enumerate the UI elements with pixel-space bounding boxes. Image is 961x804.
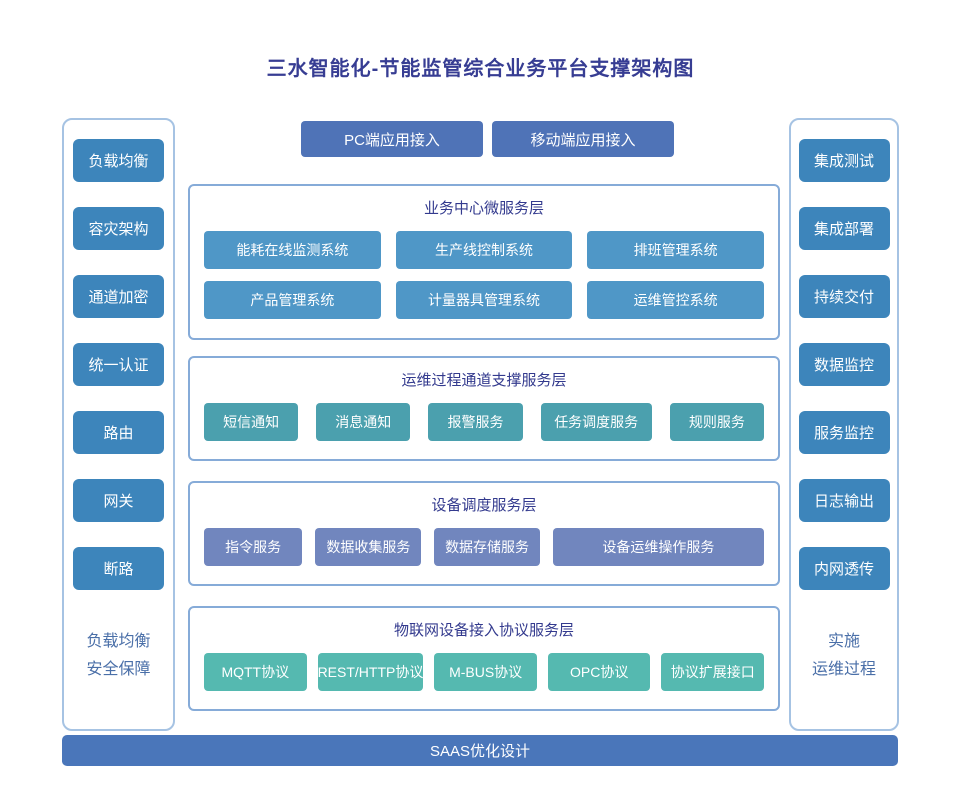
layer-box-sms-notify: 短信通知 (204, 403, 299, 441)
layer-box-rule-service: 规则服务 (669, 403, 764, 441)
layer-box-data-collection: 数据收集服务 (315, 528, 422, 566)
layer-box-metering-instrument-management: 计量器具管理系统 (395, 281, 573, 319)
left-panel-footer: 负载均衡 安全保障 (86, 628, 150, 684)
layer-row: 能耗在线监测系统 生产线控制系统 排班管理系统 (204, 231, 765, 269)
layer-business-services: 业务中心微服务层 能耗在线监测系统 生产线控制系统 排班管理系统 产品管理系统 … (188, 184, 780, 340)
diagram-title: 三水智能化-节能监管综合业务平台支撑架构图 (266, 58, 695, 80)
right-panel-footer: 实施 运维过程 (812, 628, 876, 684)
left-panel-item-gateway: 网关 (73, 479, 164, 522)
layer-row: 指令服务 数据收集服务 数据存储服务 设备运维操作服务 (204, 528, 764, 566)
layer-box-message-notify: 消息通知 (316, 403, 411, 441)
layer-box-energy-monitoring: 能耗在线监测系统 (204, 231, 381, 269)
layer-row: 产品管理系统 计量器具管理系统 运维管控系统 (204, 281, 765, 319)
left-panel-item-disaster-recovery: 容灾架构 (73, 207, 164, 250)
right-panel: 集成测试 集成部署 持续交付 数据监控 服务监控 日志输出 内网透传 实施 运维… (789, 118, 899, 731)
right-panel-footer-line1: 实施 (827, 633, 860, 650)
layer-box-device-ops-operation: 设备运维操作服务 (552, 528, 764, 566)
layer-box-data-storage: 数据存储服务 (434, 528, 540, 566)
layer-title: 设备调度服务层 (431, 497, 537, 514)
left-panel: 负载均衡 容灾架构 通道加密 统一认证 路由 网关 断路 负载均衡 安全保障 (62, 118, 175, 731)
right-panel-item-continuous-delivery: 持续交付 (798, 275, 890, 318)
left-panel-item-load-balance: 负载均衡 (73, 139, 164, 182)
layer-title: 业务中心微服务层 (423, 200, 544, 217)
layer-box-opc: OPC协议 (547, 653, 651, 691)
right-panel-item-service-monitoring: 服务监控 (798, 411, 890, 454)
layer-row: 短信通知 消息通知 报警服务 任务调度服务 规则服务 (204, 403, 764, 441)
layer-box-protocol-extension: 协议扩展接口 (661, 653, 765, 691)
mobile-access-box: 移动端应用接入 (492, 121, 674, 157)
layer-title: 运维过程通道支撑服务层 (401, 372, 567, 389)
right-panel-footer-line2: 运维过程 (811, 661, 876, 678)
layer-iot-protocol: 物联网设备接入协议服务层 MQTT协议 REST/HTTP协议 M-BUS协议 … (188, 606, 780, 711)
layer-box-shift-management: 排班管理系统 (587, 231, 765, 269)
layer-box-mbus: M-BUS协议 (434, 653, 537, 691)
right-panel-item-log-output: 日志输出 (798, 479, 890, 522)
left-panel-item-circuit-break: 断路 (73, 547, 164, 590)
layer-box-product-management: 产品管理系统 (204, 281, 381, 319)
layer-ops-channel: 运维过程通道支撑服务层 短信通知 消息通知 报警服务 任务调度服务 规则服务 (188, 356, 780, 461)
left-panel-footer-line2: 安全保障 (86, 661, 151, 678)
layer-box-command-service: 指令服务 (204, 528, 303, 566)
layer-box-mqtt: MQTT协议 (204, 653, 307, 691)
layer-box-alarm-service: 报警服务 (428, 403, 523, 441)
layer-box-ops-control: 运维管控系统 (587, 281, 765, 319)
layer-device-dispatch: 设备调度服务层 指令服务 数据收集服务 数据存储服务 设备运维操作服务 (188, 481, 780, 586)
saas-optimization-bar: SAAS优化设计 (62, 735, 898, 766)
left-panel-item-unified-auth: 统一认证 (73, 343, 164, 386)
left-panel-footer-line1: 负载均衡 (86, 633, 151, 650)
left-panel-item-channel-encryption: 通道加密 (73, 275, 164, 318)
layer-box-task-scheduling: 任务调度服务 (540, 403, 652, 441)
right-panel-item-integration-deploy: 集成部署 (798, 207, 890, 250)
layer-box-production-line-control: 生产线控制系统 (395, 231, 573, 269)
layer-row: MQTT协议 REST/HTTP协议 M-BUS协议 OPC协议 协议扩展接口 (204, 653, 765, 691)
layer-title: 物联网设备接入协议服务层 (393, 622, 574, 639)
left-panel-item-routing: 路由 (73, 411, 164, 454)
pc-access-box: PC端应用接入 (301, 121, 483, 157)
right-panel-item-intranet-passthrough: 内网透传 (798, 547, 890, 590)
right-panel-item-data-monitoring: 数据监控 (798, 343, 890, 386)
layer-box-rest-http: REST/HTTP协议 (317, 653, 424, 691)
right-panel-item-integration-test: 集成测试 (798, 139, 890, 182)
